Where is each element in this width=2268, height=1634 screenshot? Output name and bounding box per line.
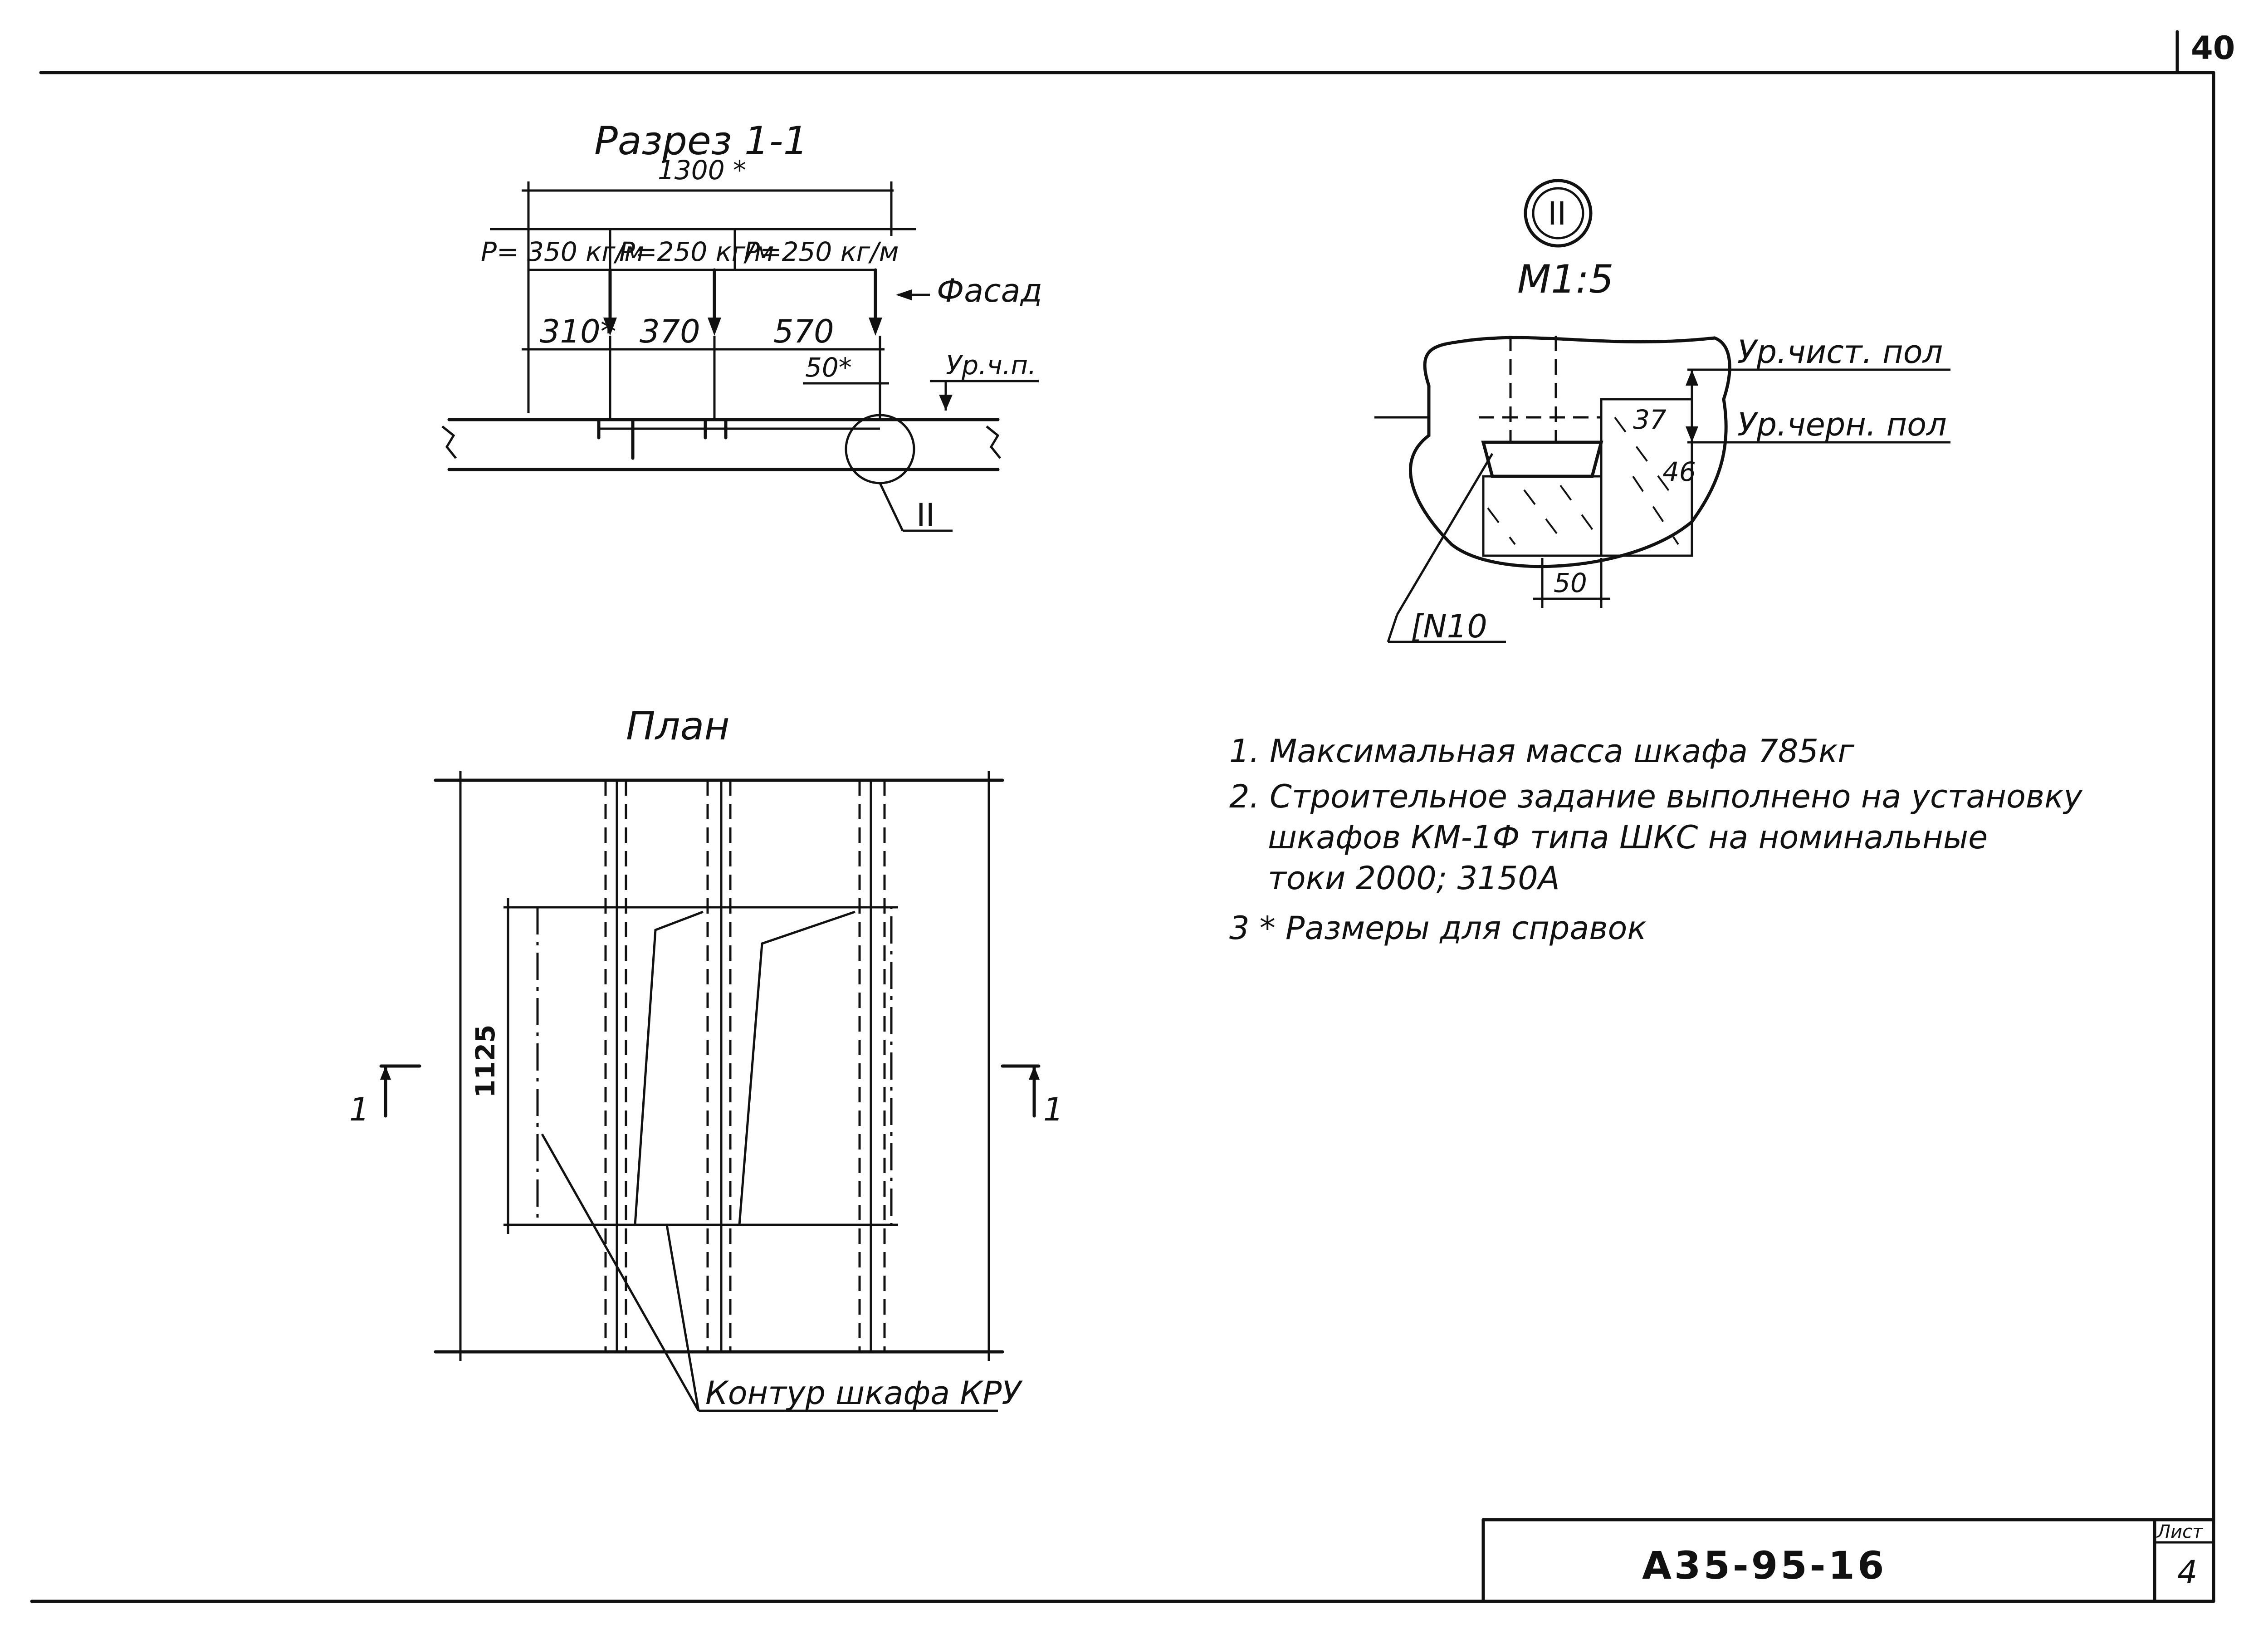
section-callout: II [916,497,935,534]
facade-label: Фасад [937,272,1042,309]
section-mark-right: 1 [1043,1091,1064,1128]
dim-1125: 1125 [470,1025,501,1098]
detail-scale: М1:5 [1517,257,1614,302]
load-3: P=250 кг/м [744,236,899,267]
plan-title: План [626,704,730,749]
dim-370: 370 [640,313,700,350]
floor-level-label: Ур.ч.п. [946,350,1036,381]
note-2: 2. Строительное задание выполнено на уст… [1229,778,2083,815]
sheet-frame: 40 [30,29,2235,1603]
clean-floor-label: Ур.чист. пол [1737,333,1943,371]
rough-floor-label: Ур.черн. пол [1737,406,1947,443]
note-2-line-2: шкафов КМ-1Ф типа ШКС на номинальные [1268,819,1988,856]
load-2: P=250 кг/м [619,236,774,267]
note-2-line-3: токи 2000; 3150А [1268,860,1560,897]
dim-50: 50 [1554,567,1587,598]
dim-37: 37 [1633,404,1667,435]
small-dim: 50* [805,352,852,383]
list-number: 4 [2177,1554,2198,1591]
title-block: А35-95-16 Лист 4 [1481,1518,2215,1603]
list-label: Лист [2156,1521,2204,1542]
note-1: 1. Максимальная масса шкафа 785кг [1229,733,1855,770]
dim-310: 310* [540,313,616,350]
load-1: P= 350 кг/м [481,236,644,267]
note-3: 3 * Размеры для справок [1229,910,1647,947]
plan: План 1125 1 1 [349,704,1064,1412]
section-mark-left: 1 [349,1091,370,1128]
section-title: Разрез 1-1 [594,118,808,164]
contour-label: Контур шкафа КРУ [705,1375,1023,1412]
section-1-1: Разрез 1-1 1300 * P= 350 кг/м P=250 кг/м… [441,118,1042,534]
dim-46: 46 [1662,456,1696,487]
notes: 1. Максимальная масса шкафа 785кг 2. Стр… [1229,733,2083,947]
doc-code: А35-95-16 [1642,1543,1887,1588]
page-number: 40 [2191,29,2235,67]
dim-570: 570 [773,313,834,350]
detail-marker: II [1548,195,1566,232]
detail-II: II М1:5 Ур.чист. пол Ур.черн. пол 37 46 … [1374,179,1950,645]
channel-label: [N10 [1411,608,1487,645]
overall-dim: 1300 * [658,155,746,186]
